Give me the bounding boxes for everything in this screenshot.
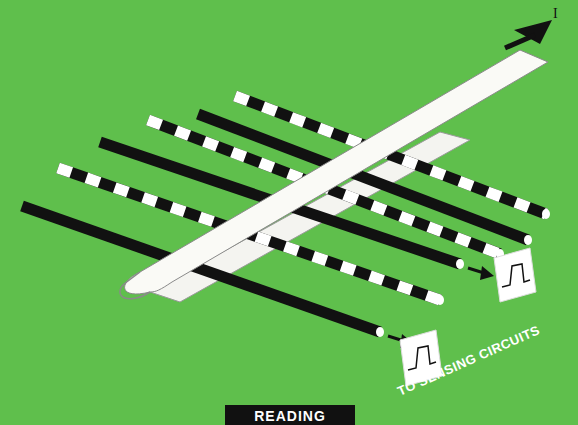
pulse-box	[494, 248, 536, 302]
sense-arrows	[388, 266, 494, 348]
sense-rods	[22, 96, 550, 337]
caption-band: READING	[225, 405, 355, 425]
current-arrow-shaft	[505, 35, 535, 48]
strip-fold	[120, 272, 150, 299]
strip-upper-layer	[125, 50, 548, 294]
current-label: I	[553, 6, 558, 22]
